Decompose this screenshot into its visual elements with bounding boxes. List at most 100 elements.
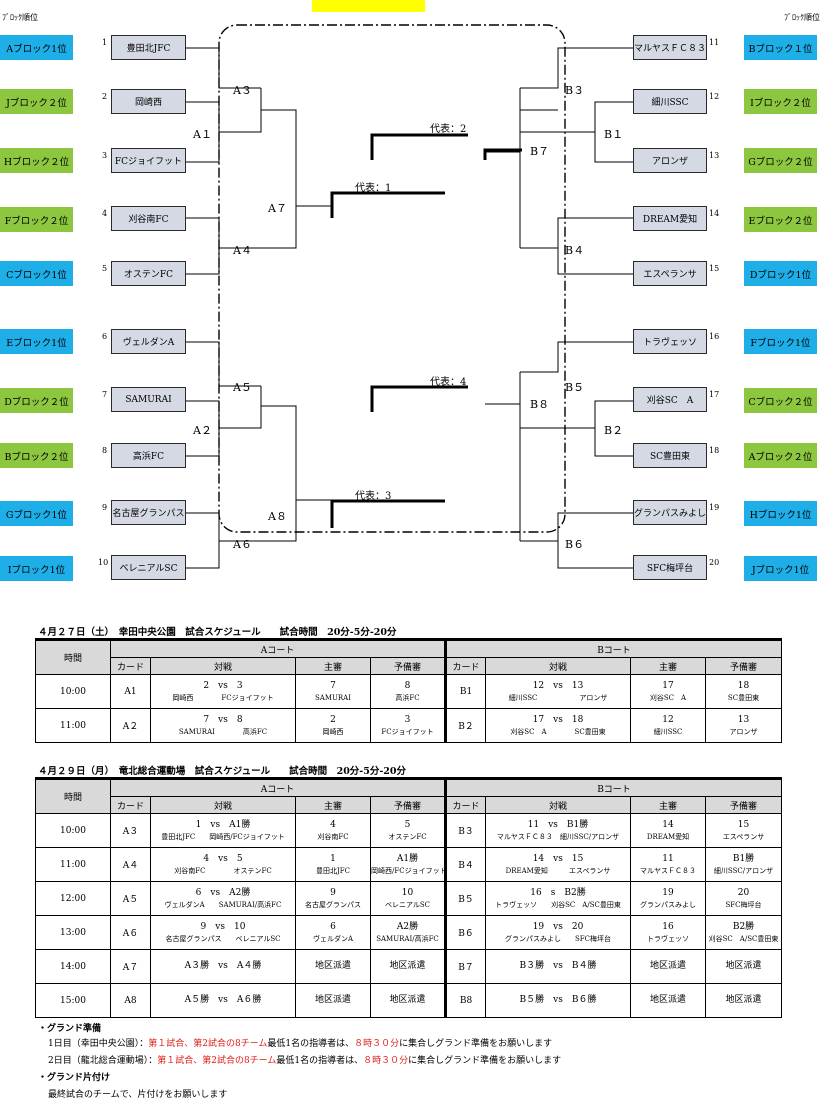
time-cell: 11:00 xyxy=(35,847,111,882)
match-label-a8: A８ xyxy=(268,510,287,523)
team-box-15: エスペランサ xyxy=(633,261,707,286)
ref-cell: 地区派遣 xyxy=(295,983,371,1018)
team-box-5: オステンFC xyxy=(111,261,186,286)
col-ref-header: 主審 xyxy=(630,796,706,814)
match-cell: A５勝 vs A６勝 xyxy=(150,983,296,1018)
sub-cell: 地区派遣 xyxy=(705,983,782,1018)
col-ref-header: 主審 xyxy=(295,657,371,675)
left-block-10: Iブロック1位 xyxy=(0,556,73,581)
col-match-header: 対戦 xyxy=(485,796,631,814)
b-court-header: Bコート xyxy=(444,638,782,658)
card-cell: A1 xyxy=(110,674,151,709)
match-label-a5: A５ xyxy=(233,381,252,394)
card-cell: B２ xyxy=(444,708,486,743)
team-number: 3 xyxy=(102,151,108,160)
match-cell: 16 s B2勝トラヴェッソ 刈谷SC A/SC豊田東 xyxy=(485,881,631,916)
match-label-a6: A６ xyxy=(233,538,252,551)
time-cell: 10:00 xyxy=(35,674,111,709)
team-box-17: 刈谷SC A xyxy=(633,387,707,412)
team-number: 14 xyxy=(709,209,720,218)
team-number: 4 xyxy=(102,209,108,218)
time-cell: 10:00 xyxy=(35,813,111,848)
right-block-8: Aブロック２位 xyxy=(744,443,817,468)
col-card-header: カード xyxy=(444,796,486,814)
card-cell: A５ xyxy=(110,881,151,916)
team-number: 12 xyxy=(709,92,720,101)
sub-cell: B1勝細川SSC/アロンザ xyxy=(705,847,782,882)
left-block-2: Jブロック２位 xyxy=(0,89,73,114)
team-number: 8 xyxy=(102,446,108,455)
cleanup-text: 最終試合のチームで、片付けをお願いします xyxy=(48,1090,228,1100)
sub-cell: B2勝刈谷SC A/SC豊田東 xyxy=(705,915,782,950)
team-number: 2 xyxy=(102,92,108,101)
prep-title: ・グランド準備 xyxy=(38,1024,102,1034)
a-court-header: Aコート xyxy=(110,638,446,658)
team-box-20: SFC梅坪台 xyxy=(633,555,707,580)
team-box-16: トラヴェッソ xyxy=(633,329,707,354)
match-label-b8: B８ xyxy=(530,398,550,411)
match-label-a1: A１ xyxy=(193,128,212,141)
team-box-13: アロンザ xyxy=(633,148,707,173)
team-number: 11 xyxy=(709,38,720,47)
rep-2-label: 代表：2 xyxy=(430,124,467,135)
card-cell: A２ xyxy=(110,708,151,743)
ref-cell: 地区派遣 xyxy=(630,983,706,1018)
col-sub-header: 予備審 xyxy=(705,657,782,675)
team-box-8: 高浜FC xyxy=(111,443,186,468)
highlight-bar xyxy=(312,0,425,12)
card-cell: B8 xyxy=(444,983,486,1018)
left-block-8: Bブロック２位 xyxy=(0,443,73,468)
col-time-header: 時間 xyxy=(35,777,111,814)
match-label-b6: B６ xyxy=(565,538,585,551)
team-box-7: SAMURAI xyxy=(111,387,186,412)
sub-cell: 地区派遣 xyxy=(705,949,782,984)
match-label-a4: A４ xyxy=(233,244,252,257)
time-cell: 15:00 xyxy=(35,983,111,1018)
cleanup-title: ・グランド片付け xyxy=(38,1073,111,1083)
right-block-5: Dブロック1位 xyxy=(744,261,817,286)
match-cell: 11 vs B1勝マルヤスＦＣ８３ 細川SSC/アロンザ xyxy=(485,813,631,848)
match-label-b7: B７ xyxy=(530,145,550,158)
match-label-b3: B３ xyxy=(565,84,585,97)
team-number: 16 xyxy=(709,332,720,341)
team-number: 19 xyxy=(709,503,720,512)
left-block-3: Hブロック２位 xyxy=(0,148,73,173)
match-cell: A３勝 vs A４勝 xyxy=(150,949,296,984)
team-number: 18 xyxy=(709,446,720,455)
col-sub-header: 予備審 xyxy=(370,657,446,675)
card-cell: B1 xyxy=(444,674,486,709)
match-cell: 1 vs A1勝豊田北JFC 岡崎西/FCジョイフット xyxy=(150,813,296,848)
right-block-7: Cブロック２位 xyxy=(744,388,817,413)
rep-4-label: 代表：4 xyxy=(430,377,467,388)
sub-cell: A1勝岡崎西/FCジョイフット xyxy=(370,847,446,882)
team-number: 17 xyxy=(709,390,720,399)
schedule2-title: ４月２９日（月） 竜北総合運動場 試合スケジュール 試合時間 20分-5分-20… xyxy=(38,766,407,777)
time-cell: 12:00 xyxy=(35,881,111,916)
col-card-header: カード xyxy=(110,796,151,814)
col-card-header: カード xyxy=(110,657,151,675)
left-block-6: Eブロック1位 xyxy=(0,329,73,354)
